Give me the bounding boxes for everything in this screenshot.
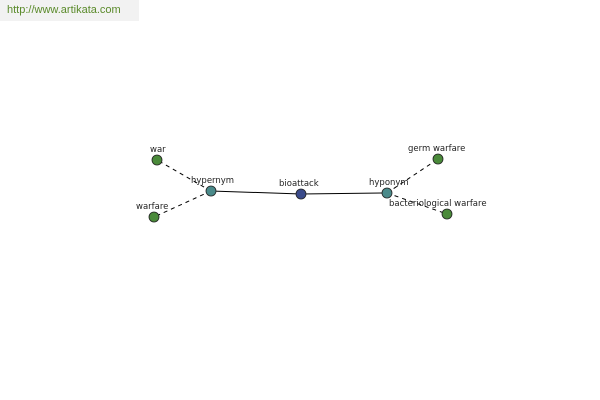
label-bioattack: bioattack <box>279 179 319 189</box>
edge-hypernym-warfare <box>153 190 212 218</box>
edge-center-hypernym <box>210 190 302 195</box>
edge-center-hyponym <box>300 192 388 195</box>
label-war: war <box>150 145 166 155</box>
edge-hypernym-war <box>156 159 212 192</box>
node-germ-warfare[interactable] <box>432 153 444 165</box>
node-war[interactable] <box>151 154 163 166</box>
label-bacteriological-warfare: bacteriological warfare <box>389 199 487 209</box>
site-url-link[interactable]: http://www.artikata.com <box>7 4 121 16</box>
label-germ-warfare: germ warfare <box>408 144 465 154</box>
node-warfare[interactable] <box>148 211 160 223</box>
label-warfare: warfare <box>136 202 168 212</box>
node-hyponym[interactable] <box>381 187 393 199</box>
label-hyponym: hyponym <box>369 178 409 188</box>
edge-hyponym-bacteriological-warfare <box>386 192 448 215</box>
node-bacteriological-warfare[interactable] <box>441 208 453 220</box>
label-hypernym: hypernym <box>191 176 234 186</box>
url-banner: http://www.artikata.com <box>0 0 139 21</box>
edge-hyponym-germ-warfare <box>386 158 439 194</box>
node-bioattack[interactable] <box>295 188 307 200</box>
node-hypernym[interactable] <box>205 185 217 197</box>
